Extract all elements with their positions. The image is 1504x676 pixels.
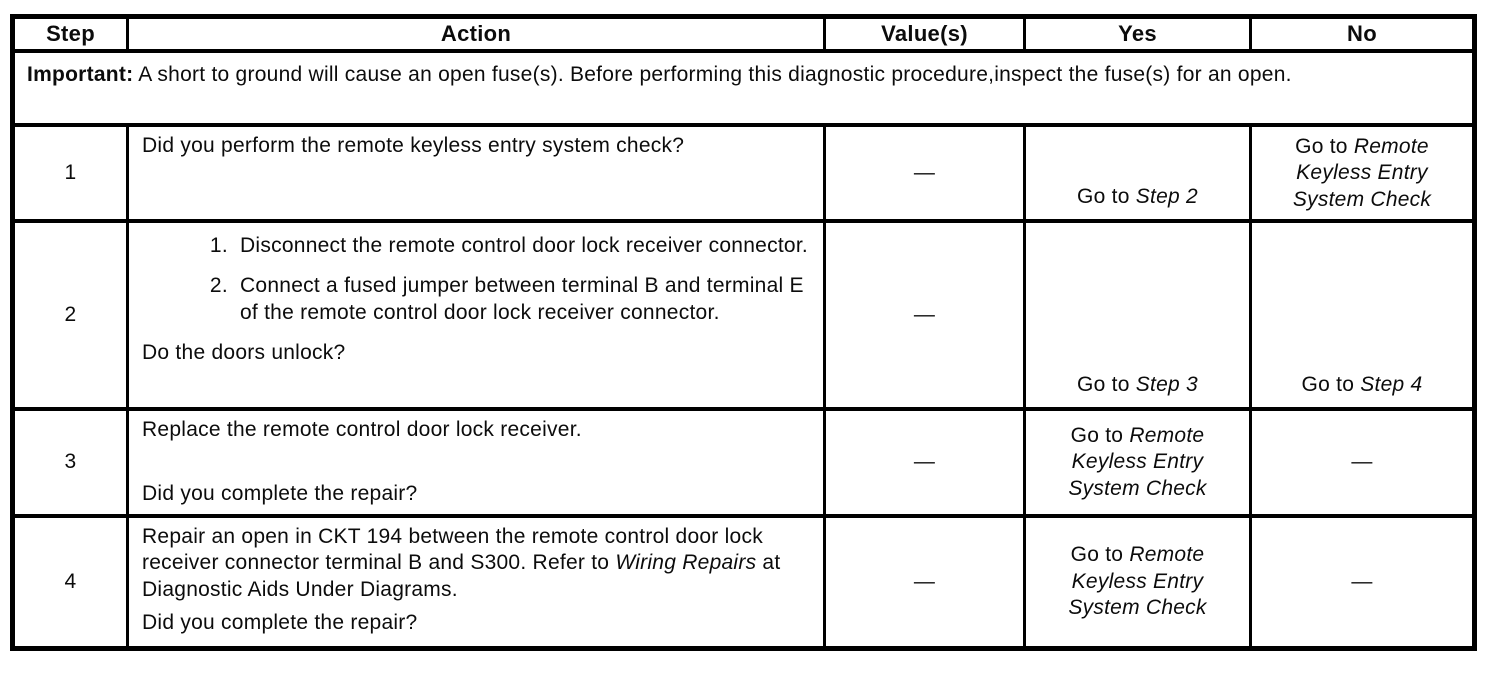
action-question: Did you complete the repair? xyxy=(142,482,418,506)
action-cell: Repair an open in CKT 194 between the re… xyxy=(126,513,826,651)
header-value: Value(s) xyxy=(823,14,1026,53)
value-cell: — xyxy=(823,513,1026,651)
action-cell: Replace the remote control door lock rec… xyxy=(126,407,826,518)
value-cell: — xyxy=(823,123,1026,223)
action-question: Did you perform the remote keyless entry… xyxy=(142,134,685,157)
action-text: Repair an open in CKT 194 between the re… xyxy=(142,524,781,601)
yes-cell: Go to Remote Keyless Entry System Check xyxy=(1023,513,1252,651)
action-cell: Did you perform the remote keyless entry… xyxy=(126,123,826,223)
no-cell: Go to Step 4 xyxy=(1249,219,1476,411)
yes-cell: Go to Remote Keyless Entry System Check xyxy=(1023,407,1252,518)
action-cell: Disconnect the remote control door lock … xyxy=(126,219,826,411)
important-label: Important: xyxy=(27,63,134,86)
header-yes: Yes xyxy=(1023,14,1252,53)
header-action: Action xyxy=(126,14,826,53)
action-steps-list: Disconnect the remote control door lock … xyxy=(142,233,817,340)
diagnostic-table: Step Action Value(s) Yes No Important: A… xyxy=(10,14,1477,652)
step-number: 3 xyxy=(11,407,129,518)
table-row: 1 Did you perform the remote keyless ent… xyxy=(11,123,1476,223)
action-list-item: Disconnect the remote control door lock … xyxy=(234,233,817,259)
yes-cell: Go to Step 2 xyxy=(1023,123,1252,223)
no-cell: Go to Remote Keyless Entry System Check xyxy=(1249,123,1476,223)
no-cell: — xyxy=(1249,407,1476,518)
important-row: Important: A short to ground will cause … xyxy=(11,49,1476,127)
yes-cell: Go to Step 3 xyxy=(1023,219,1252,411)
action-question: Did you complete the repair? xyxy=(142,611,418,635)
important-note-text: Important: A short to ground will cause … xyxy=(27,63,1292,86)
important-note: Important: A short to ground will cause … xyxy=(11,49,1476,127)
header-row: Step Action Value(s) Yes No xyxy=(11,14,1476,53)
action-list-item: Connect a fused jumper between terminal … xyxy=(234,273,817,326)
step-number: 1 xyxy=(11,123,129,223)
scanned-page: Step Action Value(s) Yes No Important: A… xyxy=(10,14,1477,652)
table-row: 2 Disconnect the remote control door loc… xyxy=(11,219,1476,411)
table-row: 4 Repair an open in CKT 194 between the … xyxy=(11,513,1476,651)
header-no: No xyxy=(1249,14,1476,53)
step-number: 2 xyxy=(11,219,129,411)
action-text: Replace the remote control door lock rec… xyxy=(142,418,582,441)
no-cell: — xyxy=(1249,513,1476,651)
header-step: Step xyxy=(11,14,129,53)
table-row: 3 Replace the remote control door lock r… xyxy=(11,407,1476,518)
step-number: 4 xyxy=(11,513,129,651)
action-question: Do the doors unlock? xyxy=(142,341,346,365)
value-cell: — xyxy=(823,407,1026,518)
value-cell: — xyxy=(823,219,1026,411)
